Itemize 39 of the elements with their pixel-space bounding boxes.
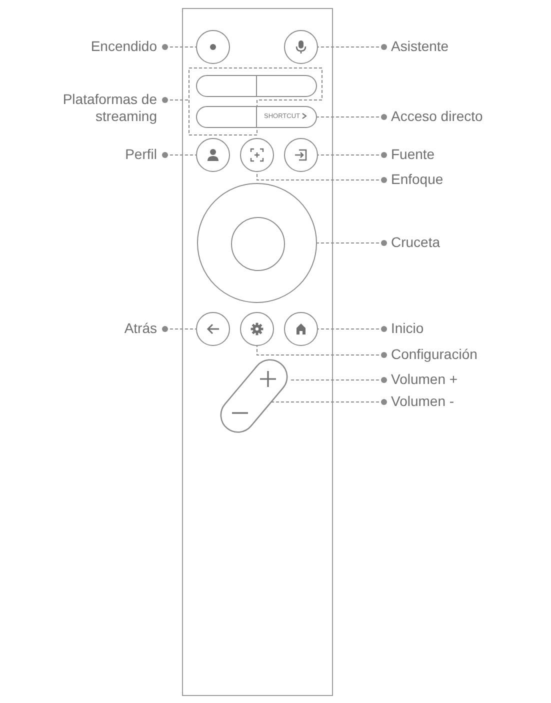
app-button <box>196 106 257 128</box>
leader-line <box>162 152 196 158</box>
leader-line <box>270 399 387 405</box>
input-button <box>284 138 318 172</box>
button-group-outline <box>188 68 322 136</box>
profile-button <box>196 138 230 172</box>
callout-label: Plataformas de streaming <box>7 91 157 125</box>
leader-line <box>256 172 387 183</box>
leader-line <box>162 44 196 50</box>
ok-button <box>231 217 285 271</box>
callout-label: Volumen + <box>391 371 458 388</box>
home-button <box>284 312 318 346</box>
leader-line <box>162 97 190 103</box>
leader-line <box>316 240 387 246</box>
callout-label: Fuente <box>391 146 435 163</box>
settings-button <box>240 312 274 346</box>
power-button <box>196 30 230 64</box>
back-button <box>196 312 230 346</box>
leader-line <box>318 44 387 50</box>
callout-label: Acceso directo <box>391 108 483 125</box>
callout-label: Asistente <box>391 38 449 55</box>
app-button <box>257 75 317 97</box>
microphone-button <box>284 30 318 64</box>
leader-line <box>162 326 196 332</box>
leader-line <box>318 326 387 332</box>
callout-label: Configuración <box>391 346 478 363</box>
callout-label: Encendido <box>90 38 157 55</box>
leader-line <box>256 346 387 358</box>
focus-button <box>240 138 274 172</box>
leader-line <box>289 377 387 383</box>
callout-label: Enfoque <box>391 171 444 188</box>
callout-label: Atrás <box>124 320 157 337</box>
leader-line <box>316 114 387 120</box>
callout-label: Perfil <box>125 146 157 163</box>
app-button <box>196 75 257 97</box>
callout-label: Volumen - <box>391 393 454 410</box>
callout-label: Inicio <box>391 320 424 337</box>
callout-label: Cruceta <box>391 234 440 251</box>
leader-line <box>318 152 387 158</box>
